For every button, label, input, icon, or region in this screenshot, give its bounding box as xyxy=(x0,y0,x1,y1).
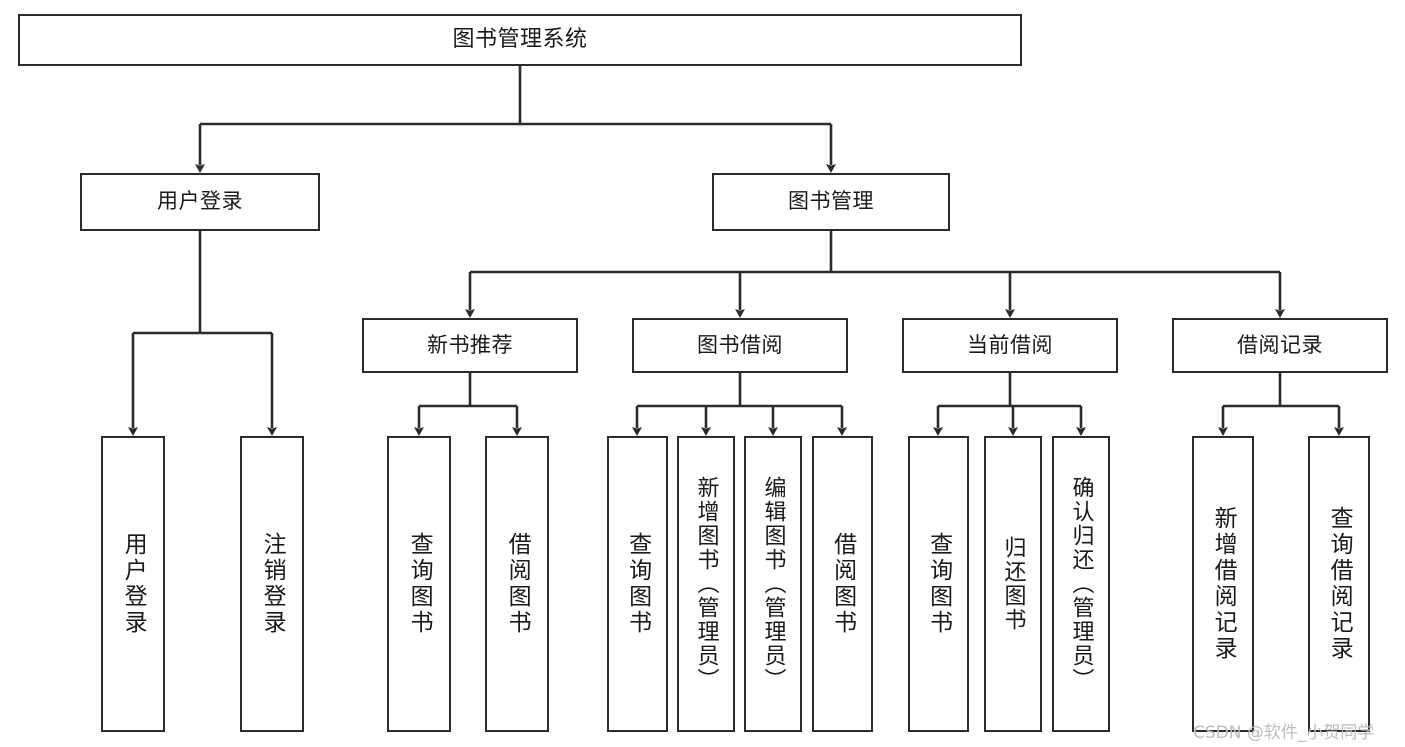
node-leaf-query-borrow-record[interactable]: 查询借阅记录 xyxy=(1308,436,1370,732)
node-book-borrow[interactable]: 图书借阅 xyxy=(632,318,848,373)
node-leaf-query-borrow-record-label: 查询借阅记录 xyxy=(1326,506,1353,662)
node-book-borrow-label: 图书借阅 xyxy=(697,332,783,357)
node-root[interactable]: 图书管理系统 xyxy=(18,14,1022,66)
node-leaf-edit-book-admin-label: 编辑图书（管理员） xyxy=(760,476,786,692)
node-leaf-query-book-borrow[interactable]: 查询图书 xyxy=(607,436,668,732)
node-current-borrow[interactable]: 当前借阅 xyxy=(902,318,1118,373)
node-leaf-user-login[interactable]: 用户登录 xyxy=(101,436,165,732)
node-leaf-borrow-book-label: 借阅图书 xyxy=(829,532,856,636)
node-book-management[interactable]: 图书管理 xyxy=(712,173,950,231)
node-leaf-confirm-return-admin[interactable]: 确认归还（管理员） xyxy=(1052,436,1110,732)
node-leaf-query-book-new[interactable]: 查询图书 xyxy=(387,436,451,732)
node-leaf-add-borrow-record[interactable]: 新增借阅记录 xyxy=(1192,436,1254,732)
node-leaf-add-borrow-record-label: 新增借阅记录 xyxy=(1210,506,1237,662)
node-leaf-logout[interactable]: 注销登录 xyxy=(240,436,304,732)
csdn-watermark: CSDN @软件_小贺同学 xyxy=(1193,723,1375,743)
node-borrow-records-label: 借阅记录 xyxy=(1237,332,1323,357)
node-user-login-label: 用户登录 xyxy=(157,189,243,214)
node-leaf-confirm-return-admin-label: 确认归还（管理员） xyxy=(1068,476,1094,692)
node-leaf-query-book-new-label: 查询图书 xyxy=(406,532,433,636)
node-new-book-recommend[interactable]: 新书推荐 xyxy=(362,318,578,373)
node-user-login[interactable]: 用户登录 xyxy=(80,173,320,231)
node-new-book-recommend-label: 新书推荐 xyxy=(427,332,513,357)
node-leaf-user-login-label: 用户登录 xyxy=(120,532,147,636)
node-leaf-query-book-borrow-label: 查询图书 xyxy=(624,532,651,636)
node-leaf-edit-book-admin[interactable]: 编辑图书（管理员） xyxy=(744,436,802,732)
node-current-borrow-label: 当前借阅 xyxy=(967,332,1053,357)
node-borrow-records[interactable]: 借阅记录 xyxy=(1172,318,1388,373)
node-leaf-add-book-admin-label: 新增图书（管理员） xyxy=(693,476,719,692)
node-leaf-query-book-current-label: 查询图书 xyxy=(925,532,952,636)
node-leaf-logout-label: 注销登录 xyxy=(259,532,286,636)
node-leaf-borrow-book-new-label: 借阅图书 xyxy=(504,532,531,636)
node-leaf-borrow-book[interactable]: 借阅图书 xyxy=(812,436,873,732)
node-leaf-add-book-admin[interactable]: 新增图书（管理员） xyxy=(677,436,735,732)
node-leaf-return-book-label: 归还图书 xyxy=(1000,536,1026,632)
node-leaf-query-book-current[interactable]: 查询图书 xyxy=(908,436,969,732)
node-leaf-return-book[interactable]: 归还图书 xyxy=(984,436,1042,732)
node-book-management-label: 图书管理 xyxy=(788,189,874,214)
node-leaf-borrow-book-new[interactable]: 借阅图书 xyxy=(485,436,549,732)
node-root-label: 图书管理系统 xyxy=(452,26,588,52)
